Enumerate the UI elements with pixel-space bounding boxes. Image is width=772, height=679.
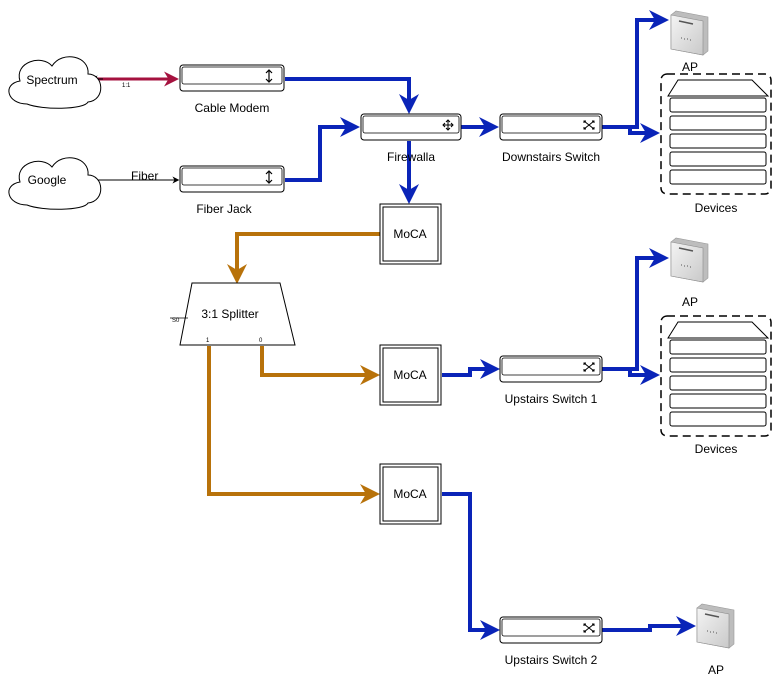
upstairs-switch-1-label: Upstairs Switch 1 xyxy=(505,392,598,406)
ap-led-dots xyxy=(681,37,691,41)
firewalla-label: Firewalla xyxy=(387,150,435,164)
moca-mid-box[interactable]: MoCA xyxy=(379,344,442,406)
splitter-label: 3:1 Splitter xyxy=(201,307,258,321)
ap-logo-mark xyxy=(678,247,694,252)
google-label: Google xyxy=(28,173,67,187)
splitter-port-1: 1 xyxy=(206,338,210,344)
edge-label-spectrum: 1:1 xyxy=(122,83,131,89)
spectrum-cloud[interactable]: Spectrum xyxy=(8,56,102,109)
ap-logo-mark xyxy=(704,613,720,618)
cable-modem-device[interactable] xyxy=(179,64,285,92)
edge-fiber-jack-firewalla xyxy=(285,117,360,182)
ap-mid-label: AP xyxy=(682,295,698,309)
upstairs-switch-2-label: Upstairs Switch 2 xyxy=(505,653,598,667)
ap-logo-mark xyxy=(678,20,694,25)
moca-top-label: MoCA xyxy=(393,227,426,241)
edge-moca-splitter xyxy=(227,232,380,284)
edge-moca-upstairs-switch-2 xyxy=(442,492,500,640)
splitter-port-s0: S0 xyxy=(172,318,180,324)
edge-downstairs-switch-devices xyxy=(602,123,660,143)
ap-led-dots xyxy=(707,630,717,634)
devices-mid-rack[interactable] xyxy=(660,315,772,437)
fiber-jack-device[interactable] xyxy=(179,165,285,193)
moca-top-box[interactable]: MoCA xyxy=(379,203,442,265)
edge-upstairs-switch-1-ap xyxy=(602,248,669,371)
switch-arrows-icon xyxy=(583,120,595,130)
edge-upstairs-switch-2-ap xyxy=(602,616,696,636)
moca-bottom-label: MoCA xyxy=(393,487,426,501)
splitter[interactable]: 3:1 Splitter S0 1 0 xyxy=(170,282,296,346)
splitter-port-0: 0 xyxy=(259,338,263,344)
switch-arrows-icon xyxy=(583,623,595,633)
moca-bottom-box[interactable]: MoCA xyxy=(379,463,442,525)
ap-bottom[interactable] xyxy=(696,603,735,649)
edge-google-fiber-jack: Fiber xyxy=(84,169,180,184)
ap-top[interactable] xyxy=(670,10,709,56)
upstairs-switch-2-device[interactable] xyxy=(499,616,603,644)
updown-arrows-icon xyxy=(265,170,273,184)
router-cross-arrows-icon xyxy=(442,119,454,131)
devices-top-rack[interactable] xyxy=(660,73,772,195)
fiber-jack-label: Fiber Jack xyxy=(196,202,252,216)
ap-top-label: AP xyxy=(682,60,698,74)
edge-splitter-moca-mid xyxy=(260,346,380,385)
edge-cable-modem-firewalla xyxy=(285,77,419,114)
edge-downstairs-switch-ap xyxy=(602,10,669,129)
spectrum-label: Spectrum xyxy=(26,73,77,87)
edge-label-fiber: Fiber xyxy=(131,169,158,183)
ap-bottom-label: AP xyxy=(708,663,724,677)
upstairs-switch-1-device[interactable] xyxy=(499,355,603,383)
switch-arrows-icon xyxy=(583,362,595,372)
edge-upstairs-switch-1-devices xyxy=(602,365,660,385)
cable-modem-label: Cable Modem xyxy=(195,101,270,115)
ap-led-dots xyxy=(681,264,691,268)
ap-mid[interactable] xyxy=(670,237,709,283)
moca-mid-label: MoCA xyxy=(393,368,426,382)
firewalla-device[interactable] xyxy=(360,113,462,141)
devices-top-label: Devices xyxy=(695,201,738,215)
downstairs-switch-device[interactable] xyxy=(499,113,603,141)
updown-arrows-icon xyxy=(265,69,273,83)
devices-mid-label: Devices xyxy=(695,442,738,456)
edge-moca-upstairs-switch-1 xyxy=(442,359,500,379)
edge-spectrum-cable-modem: 1:1 xyxy=(90,71,179,89)
edge-splitter-moca-bottom xyxy=(207,346,380,504)
downstairs-switch-label: Downstairs Switch xyxy=(502,150,600,164)
google-cloud[interactable]: Google xyxy=(8,157,102,210)
